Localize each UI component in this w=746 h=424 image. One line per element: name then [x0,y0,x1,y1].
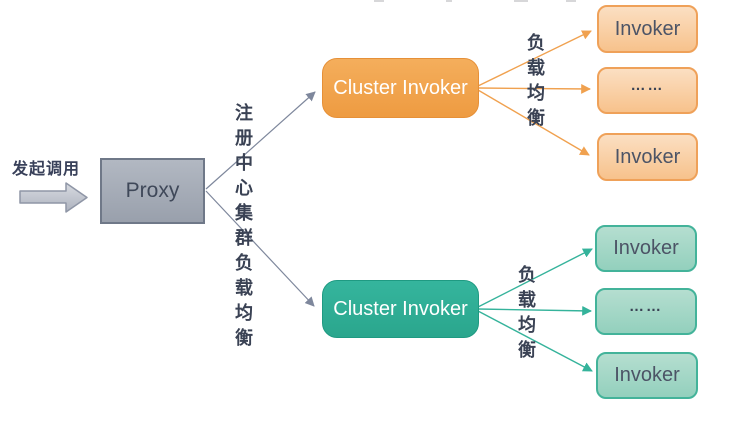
invoker-bottom-ellipsis: …… [595,288,697,335]
arrow-cluster-top-to-invoker-1 [477,30,592,87]
cluster-invoker-bottom: Cluster Invoker [322,280,479,338]
cropped-text-artifact [566,0,576,2]
invoker-bottom-1-label: Invoker [613,237,679,259]
arrow-cluster-top-to-invoker-2 [477,84,591,94]
arrow-cluster-top-to-invoker-3 [477,89,590,156]
arrow-proxy-to-cluster-bottom [205,190,315,307]
arrow-cluster-bottom-to-invoker-2 [477,305,592,316]
invoker-top-2: Invoker [597,133,698,181]
cropped-text-artifact [446,0,452,2]
invoker-top-ellipsis: …… [597,67,698,114]
invoker-top-2-label: Invoker [614,145,681,168]
cluster-invoker-top-label: Cluster Invoker [333,76,468,99]
invoker-bottom-2-label: Invoker [614,364,680,386]
cropped-text-artifact [514,0,528,2]
invoker-top-1-label: Invoker [614,17,681,40]
cluster-invoker-bottom-label: Cluster Invoker [333,297,468,320]
arrow-cluster-bottom-to-invoker-1 [477,248,593,308]
load-balance-label-top: 负载均衡 [525,33,545,133]
arrow-cluster-bottom-to-invoker-3 [477,310,593,372]
invoker-bottom-1: Invoker [595,225,697,272]
load-balance-label-bottom: 负载均衡 [516,265,536,365]
invoker-top-1: Invoker [597,5,698,53]
cluster-invoker-top: Cluster Invoker [322,58,479,118]
caller-label: 发起调用 [12,161,81,178]
registry-load-balance-label: 注册中心集群负载均衡 [233,103,253,353]
arrow-proxy-to-cluster-top [205,91,316,190]
proxy-node: Proxy [100,158,205,224]
invoker-bottom-ellipsis-label: …… [629,298,663,315]
proxy-label: Proxy [125,179,180,202]
invoker-bottom-2: Invoker [596,352,698,399]
invoker-top-ellipsis-label: …… [630,77,665,94]
caller-flow-arrow [19,182,88,213]
cropped-text-artifact [374,0,384,2]
